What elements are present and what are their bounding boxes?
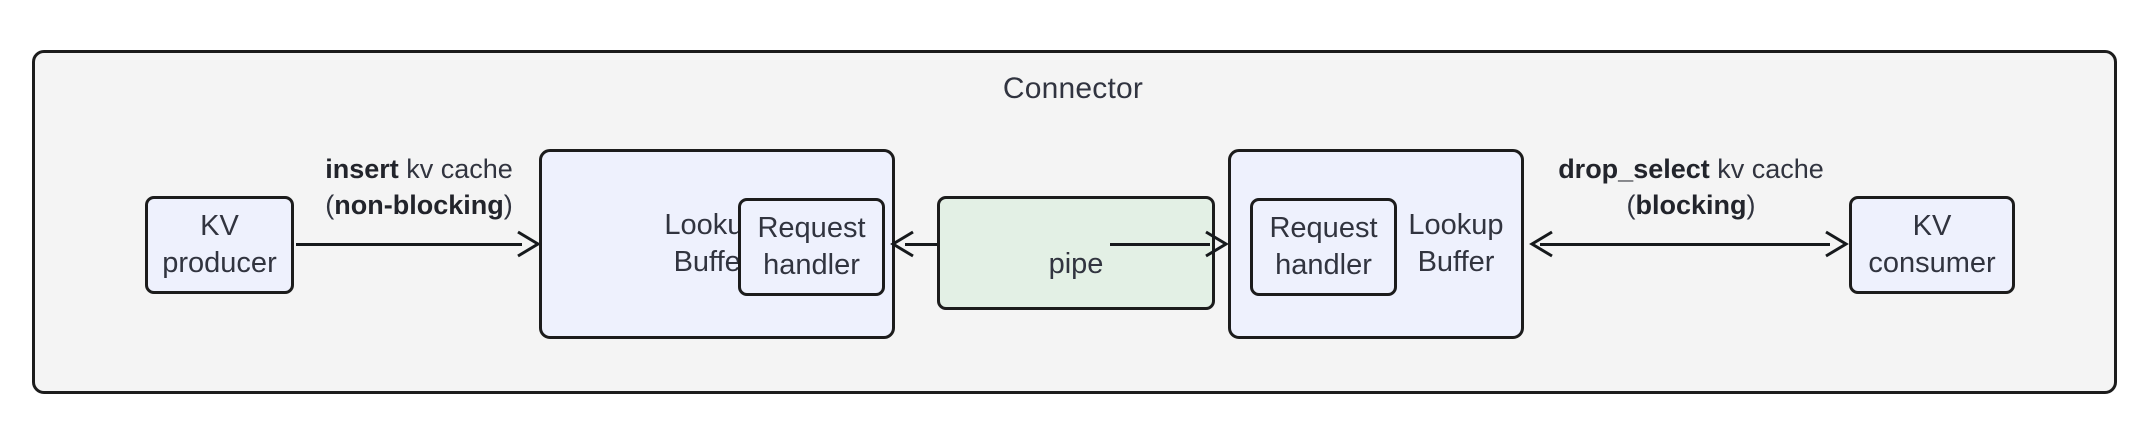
arrow-drop-select-line [1540,243,1830,246]
kv-producer-label-line2: producer [162,247,277,279]
edge-label-drop-select-mode-suffix: ) [1746,189,1756,220]
edge-label-insert-rest: kv cache [398,154,513,184]
pipe-node [937,196,1215,310]
kv-producer-label-line1: KV [200,209,239,242]
edge-label-drop-select-mode-prefix: ( [1626,189,1636,220]
edge-label-drop-select-line2: (blocking) [1526,188,1856,224]
lookup-buffer-left-node: Lookup Buffer Request handler [539,149,895,339]
request-handler-right-line1: Request [1269,211,1378,244]
arrow-pipe-left-head-icon [890,230,914,258]
lookup-buffer-right-line2: Buffer [1417,246,1495,278]
request-handler-left-node: Request handler [738,198,885,296]
kv-consumer-node: KV consumer [1849,196,2015,294]
request-handler-right-line2: handler [1275,249,1372,281]
pipe-label: pipe [1048,248,1104,280]
edge-label-drop-select-op: drop_select [1558,154,1710,184]
edge-label-drop-select-mode: blocking [1635,189,1747,220]
edge-label-insert-op: insert [325,154,399,184]
arrow-drop-select-head-right-icon [1825,230,1849,258]
request-handler-left-line2: handler [763,249,860,281]
edge-label-insert-line2: (non-blocking) [294,188,544,224]
lookup-buffer-right-label: Lookup Buffer [1398,207,1503,281]
edge-label-insert-mode-suffix: ) [503,189,513,220]
lookup-buffer-right-line1: Lookup [1408,208,1504,241]
kv-producer-node: KV producer [145,196,294,294]
request-handler-left-line1: Request [757,211,866,244]
request-handler-right-node: Request handler [1250,198,1397,296]
connector-title: Connector [1002,72,1144,105]
kv-consumer-label-line1: KV [1912,209,1952,242]
edge-label-drop-select: drop_select kv cache (blocking) [1526,152,1856,223]
kv-consumer-label-line2: consumer [1868,247,1996,279]
arrow-pipe-right-head-icon [1205,230,1229,258]
arrow-pipe-right-line [1110,243,1210,246]
edge-label-insert-line1: insert kv cache [294,152,544,188]
edge-label-drop-select-line1: drop_select kv cache [1526,152,1856,188]
arrow-drop-select-head-left-icon [1529,230,1553,258]
lookup-buffer-left-line2: Buffer [673,246,751,278]
edge-label-insert-mode-prefix: ( [325,189,335,220]
edge-label-insert-mode: non-blocking [334,189,504,220]
edge-label-insert: insert kv cache (non-blocking) [294,152,544,223]
arrow-insert-line [296,243,522,246]
edge-label-drop-select-rest: kv cache [1709,154,1824,184]
arrow-insert-head-icon [517,230,541,258]
lookup-buffer-right-node: Request handler Lookup Buffer [1228,149,1524,339]
